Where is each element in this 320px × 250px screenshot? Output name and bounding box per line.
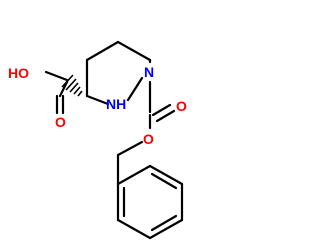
bond-c3-carboxyl bbox=[58, 80, 69, 98]
bond-carbamate-o-double-1 bbox=[151, 103, 172, 117]
bond-o-ch2 bbox=[116, 140, 144, 157]
bond-carbamate-o-double-2 bbox=[155, 109, 176, 123]
chemical-structure: HO O N NH O O bbox=[8, 40, 187, 240]
hashed-wedge-bond bbox=[61, 74, 83, 97]
benzene-ring bbox=[116, 164, 184, 240]
carbonyl-oxygen-label: O bbox=[55, 114, 66, 130]
bond-n2-n1 bbox=[126, 76, 144, 102]
hydroxyl-label: HO bbox=[8, 65, 29, 81]
ester-oxygen-label: O bbox=[143, 131, 154, 147]
bond-c3-n2 bbox=[85, 94, 110, 106]
ring-nh-label: NH bbox=[106, 96, 126, 112]
ring-nitrogen-label: N bbox=[144, 64, 154, 80]
bond-c4-c5 bbox=[85, 40, 120, 62]
bond-c5-c6 bbox=[116, 40, 152, 62]
ester-carbonyl-oxygen-label: O bbox=[176, 98, 187, 114]
bond-c-oh bbox=[44, 70, 69, 82]
